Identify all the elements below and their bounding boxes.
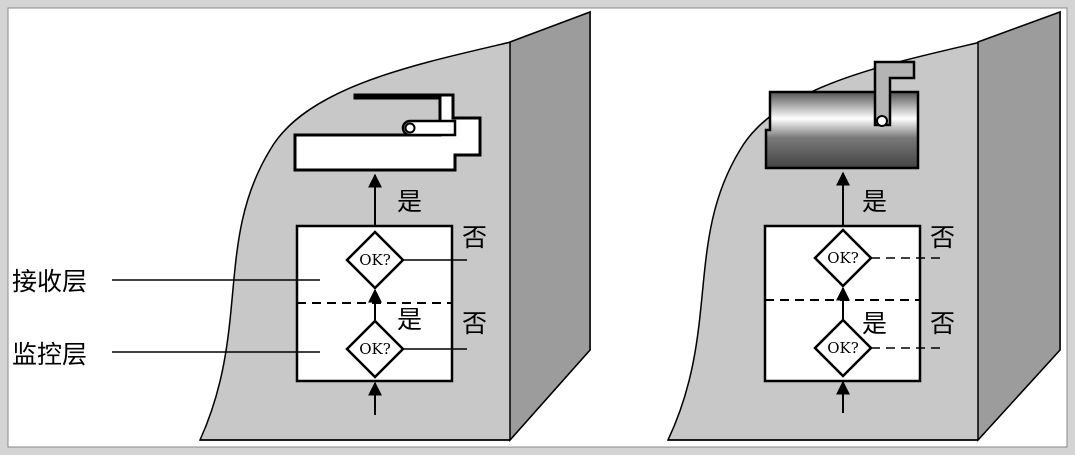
right-output-yes-label: 是 [862, 187, 887, 216]
right-lower-no-label: 否 [930, 309, 955, 338]
right-lower-ok-text: OK? [827, 339, 859, 357]
right-panel: 是 OK? 否 是 OK? 否 [666, 10, 1061, 442]
left-upper-decision [345, 230, 405, 290]
left-slot [401, 119, 457, 137]
left-upper-ok-text: OK? [359, 251, 391, 269]
left-upper-no-label: 否 [462, 223, 487, 252]
left-lower-no-label: 否 [462, 309, 487, 338]
right-upper-ok-text: OK? [827, 249, 859, 267]
left-lower-yes-label: 是 [397, 305, 422, 334]
left-output-yes-label: 是 [397, 187, 422, 216]
left-lower-decision [345, 319, 405, 379]
right-lower-yes-label: 是 [862, 309, 887, 338]
label-monitor-layer: 监控层 [12, 340, 87, 369]
left-lower-ok-text: OK? [359, 340, 391, 358]
left-pin [404, 122, 416, 134]
right-lower-decision [813, 318, 873, 378]
right-wall-side [977, 10, 1061, 442]
right-workpiece [764, 90, 920, 170]
label-receive-layer: 接收层 [12, 267, 87, 296]
right-pin [876, 115, 888, 127]
left-panel: 是 OK? 否 是 OK? 否 接收层 监控层 [12, 10, 591, 442]
left-wall-side [509, 10, 591, 442]
right-upper-no-label: 否 [930, 223, 955, 252]
right-upper-decision [813, 228, 873, 288]
right-hook [873, 60, 916, 127]
